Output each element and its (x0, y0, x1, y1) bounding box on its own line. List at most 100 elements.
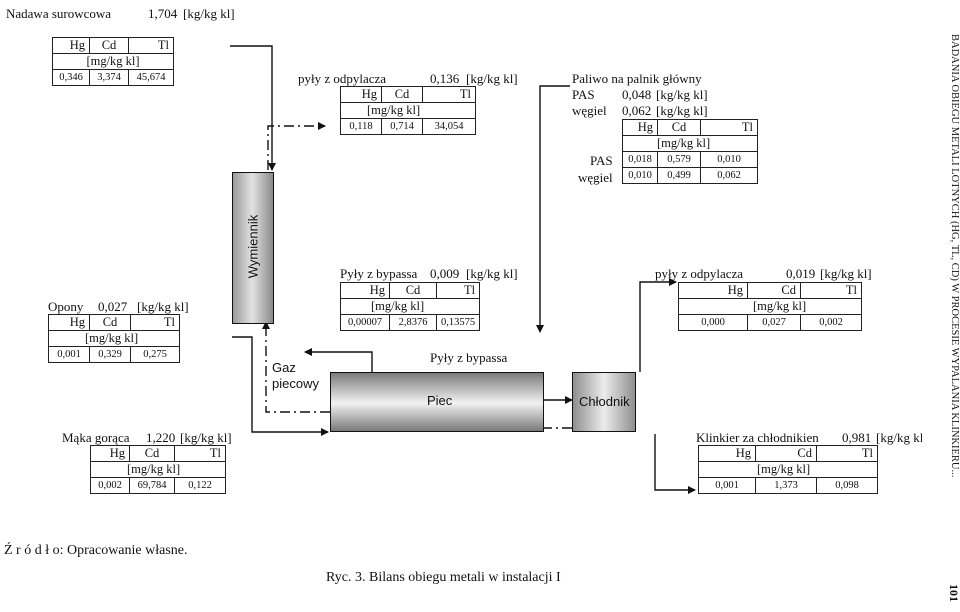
tires-cd: 0,329 (89, 346, 131, 363)
dust-cooler-unit: [kg/kg kl] (820, 266, 872, 281)
dust-cooler-name: pyły z odpylacza (655, 266, 744, 281)
dust-cooler-cd: 0,027 (747, 314, 801, 331)
conc-unit: [mg/kg kl] (52, 53, 174, 70)
raw-meal-name: Nadawa surowcowa (6, 6, 112, 21)
col-cd: Cd (747, 282, 801, 299)
dust-top-name: pyły z odpylacza (298, 71, 387, 86)
clinker-flow: 0,981 (842, 430, 872, 445)
col-cd: Cd (657, 119, 701, 136)
col-tl: Tl (128, 37, 174, 54)
dust-top-flow: 0,136 (430, 71, 460, 86)
raw-meal-arrow (230, 45, 276, 171)
col-hg: Hg (52, 37, 90, 54)
fuel-pas-cd: 0,579 (657, 151, 701, 168)
bypass-tl: 0,13575 (435, 314, 481, 331)
col-tl: Tl (435, 282, 481, 299)
col-hg: Hg (340, 282, 390, 299)
exchanger-label: Wymiennik (245, 214, 261, 279)
conc-unit: [mg/kg kl] (48, 330, 180, 347)
kiln-label: Piec (427, 393, 453, 408)
fuel-coal-label: węgiel (572, 103, 607, 118)
cooler-dust-arrow (639, 278, 677, 372)
fuel-pas-tl: 0,010 (700, 151, 758, 168)
col-hg: Hg (698, 445, 756, 462)
fuel-row-pas-label: PAS (590, 153, 613, 168)
fuel-coal-flow: 0,062 (622, 103, 652, 118)
conc-unit: [mg/kg kl] (339, 298, 481, 315)
gas-label: Gaz piecowy (272, 360, 319, 391)
raw-meal-tl: 45,674 (128, 69, 174, 86)
dust-top-hg: 0,118 (340, 118, 382, 135)
fuel-pas-unit: [kg/kg kl] (656, 87, 708, 102)
raw-meal-flow: 1,704 (148, 6, 178, 21)
dust-cooler-tl: 0,002 (800, 314, 862, 331)
bypass-unit: [kg/kg kl] (466, 266, 518, 281)
clinker-cd: 1,373 (755, 477, 817, 494)
fuel-arrow (536, 85, 570, 333)
col-cd: Cd (755, 445, 817, 462)
col-cd: Cd (389, 282, 437, 299)
fuel-pas-flow: 0,048 (622, 87, 652, 102)
fuel-name: Paliwo na palnik główny (572, 71, 702, 86)
clinker-arrow (654, 434, 696, 494)
fuel-coal-hg: 0,010 (622, 167, 658, 184)
col-hg: Hg (622, 119, 658, 136)
cooler-box: Chłodnik (572, 372, 636, 432)
col-cd: Cd (89, 314, 131, 331)
clinker-unit: [kg/kg kl] (876, 430, 922, 445)
tires-arrow (232, 336, 329, 436)
hot-meal-name: Mąka gorąca (62, 430, 130, 445)
side-header: BADANIA OBIEGU METALI LOTNYCH (HG, TL, C… (948, 34, 960, 610)
conc-unit: [mg/kg kl] (622, 135, 758, 152)
conc-unit: [mg/kg kl] (90, 461, 226, 478)
hot-meal-hg: 0,002 (90, 477, 130, 494)
tires-name: Opony (48, 299, 84, 314)
col-cd: Cd (89, 37, 129, 54)
raw-meal-unit: [kg/kg kl] (183, 6, 235, 21)
fuel-pas-hg: 0,018 (622, 151, 658, 168)
figure-caption: Ryc. 3. Bilans obiegu metali w instalacj… (326, 570, 561, 585)
dust-top-cd: 0,714 (381, 118, 423, 135)
raw-meal-hg: 0,346 (52, 69, 90, 86)
kiln-gas-line (262, 321, 330, 413)
col-tl: Tl (800, 282, 862, 299)
bypass-dust-arrow (304, 348, 373, 372)
hot-meal-tl: 0,122 (174, 477, 226, 494)
dust-cooler-flow: 0,019 (786, 266, 816, 281)
cooler-label: Chłodnik (579, 394, 630, 409)
clinker-tl: 0,098 (816, 477, 878, 494)
tires-unit: [kg/kg kl] (137, 299, 189, 314)
col-hg: Hg (48, 314, 90, 331)
fuel-coal-cd: 0,499 (657, 167, 701, 184)
hot-meal-cd: 69,784 (129, 477, 175, 494)
bypass-cd: 2,8376 (389, 314, 437, 331)
clinker-name: Klinkier za chłodnikien (696, 430, 819, 445)
bypass-hg: 0,00007 (340, 314, 390, 331)
fuel-row-coal-label: węgiel (578, 170, 613, 185)
side-header-text: BADANIA OBIEGU METALI LOTNYCH (HG, TL, C… (949, 34, 960, 478)
kiln-box: Piec (330, 372, 544, 432)
fuel-coal-tl: 0,062 (700, 167, 758, 184)
tires-hg: 0,001 (48, 346, 90, 363)
conc-unit: [mg/kg kl] (678, 298, 862, 315)
dust-top-arrow (267, 122, 326, 170)
col-tl: Tl (422, 86, 476, 103)
col-hg: Hg (90, 445, 130, 462)
col-hg: Hg (678, 282, 748, 299)
tires-tl: 0,275 (130, 346, 180, 363)
dust-cooler-hg: 0,000 (678, 314, 748, 331)
conc-unit: [mg/kg kl] (340, 102, 476, 119)
bypass-flow: 0,009 (430, 266, 460, 281)
bypass-name: Pyły z bypassa (340, 266, 418, 281)
source-note: Ź r ó d ł o: Opracowanie własne. (4, 543, 188, 558)
exchanger-box: Wymiennik (232, 172, 274, 324)
dust-top-tl: 34,054 (422, 118, 476, 135)
clinker-hg: 0,001 (698, 477, 756, 494)
